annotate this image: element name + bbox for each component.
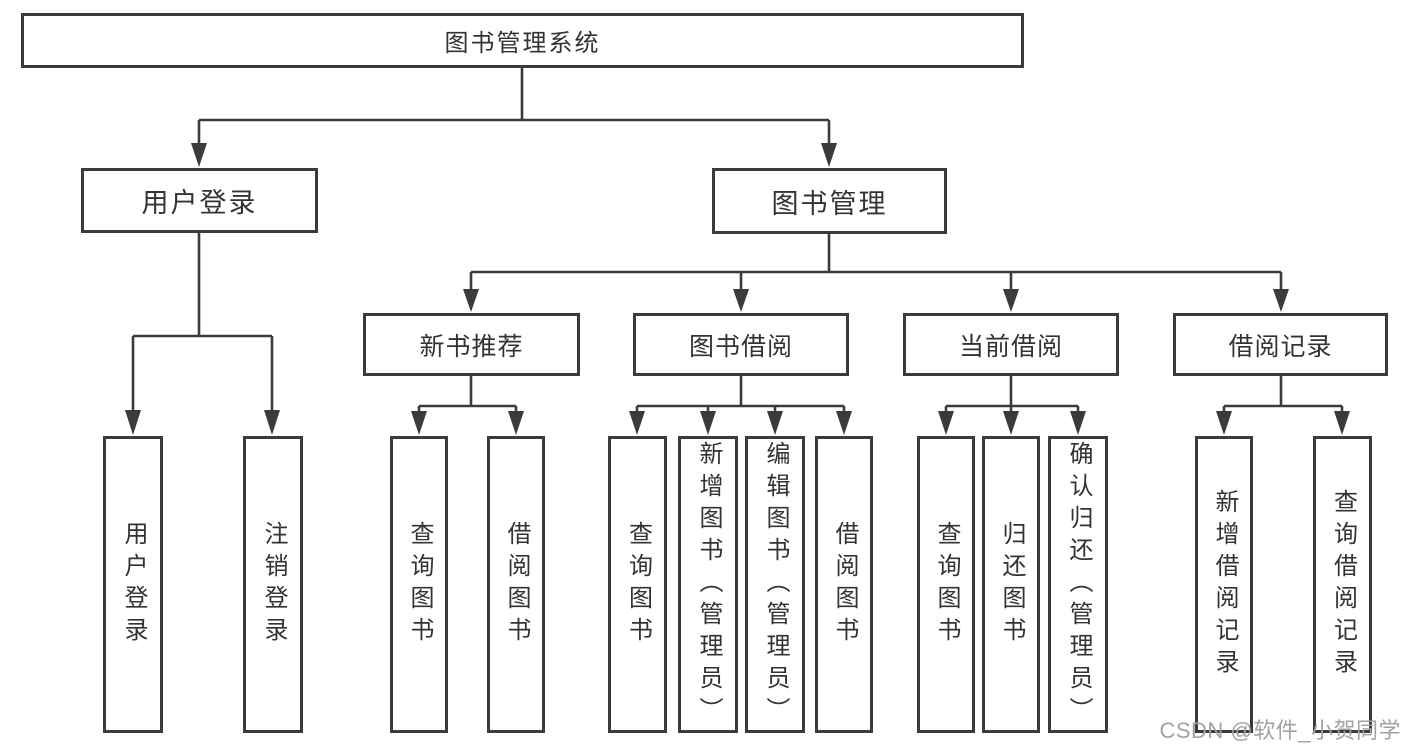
leaf-borrow-query-books: 查询图书 bbox=[608, 436, 667, 733]
leaf-borrow-borrow-books: 借阅图书 bbox=[815, 436, 873, 733]
leaf-label: 归还图书 bbox=[998, 520, 1025, 649]
node-book-management: 图书管理 bbox=[712, 168, 947, 234]
leaf-newbooks-query-books: 查询图书 bbox=[390, 436, 448, 733]
leaf-label: 确认归还（管理员） bbox=[1065, 440, 1092, 729]
csdn-watermark: CSDN @软件_小贺同学 bbox=[1159, 718, 1401, 743]
leaf-newbooks-borrow-books: 借阅图书 bbox=[487, 436, 545, 733]
leaf-records-query-record: 查询借阅记录 bbox=[1313, 436, 1372, 733]
node-book-borrow: 图书借阅 bbox=[633, 313, 849, 376]
leaf-label: 查询图书 bbox=[933, 520, 960, 649]
leaf-label: 新增借阅记录 bbox=[1211, 488, 1238, 681]
node-user-login: 用户登录 bbox=[81, 168, 318, 233]
leaf-borrow-add-books-admin: 新增图书（管理员） bbox=[678, 436, 738, 733]
node-current-borrow: 当前借阅 bbox=[903, 313, 1119, 376]
leaf-label: 新增图书（管理员） bbox=[695, 440, 722, 729]
leaf-label: 查询借阅记录 bbox=[1329, 488, 1357, 681]
node-new-book-recommend: 新书推荐 bbox=[363, 313, 580, 376]
leaf-borrow-edit-books-admin: 编辑图书（管理员） bbox=[745, 436, 805, 733]
root-node-system: 图书管理系统 bbox=[21, 13, 1024, 68]
leaf-logout: 注销登录 bbox=[243, 436, 303, 733]
leaf-user-login: 用户登录 bbox=[103, 436, 163, 733]
leaf-current-return-books: 归还图书 bbox=[982, 436, 1040, 733]
leaf-label: 查询图书 bbox=[624, 520, 652, 649]
leaf-label: 编辑图书（管理员） bbox=[762, 440, 789, 729]
leaf-current-query-books: 查询图书 bbox=[917, 436, 975, 733]
leaf-label: 注销登录 bbox=[260, 520, 287, 649]
leaf-label: 借阅图书 bbox=[831, 520, 858, 649]
leaf-current-confirm-return-admin: 确认归还（管理员） bbox=[1048, 436, 1108, 733]
leaf-label: 用户登录 bbox=[120, 520, 147, 649]
node-borrow-records: 借阅记录 bbox=[1173, 313, 1388, 376]
leaf-label: 借阅图书 bbox=[503, 520, 530, 649]
leaf-label: 查询图书 bbox=[406, 520, 433, 649]
leaf-records-add-record: 新增借阅记录 bbox=[1195, 436, 1253, 733]
